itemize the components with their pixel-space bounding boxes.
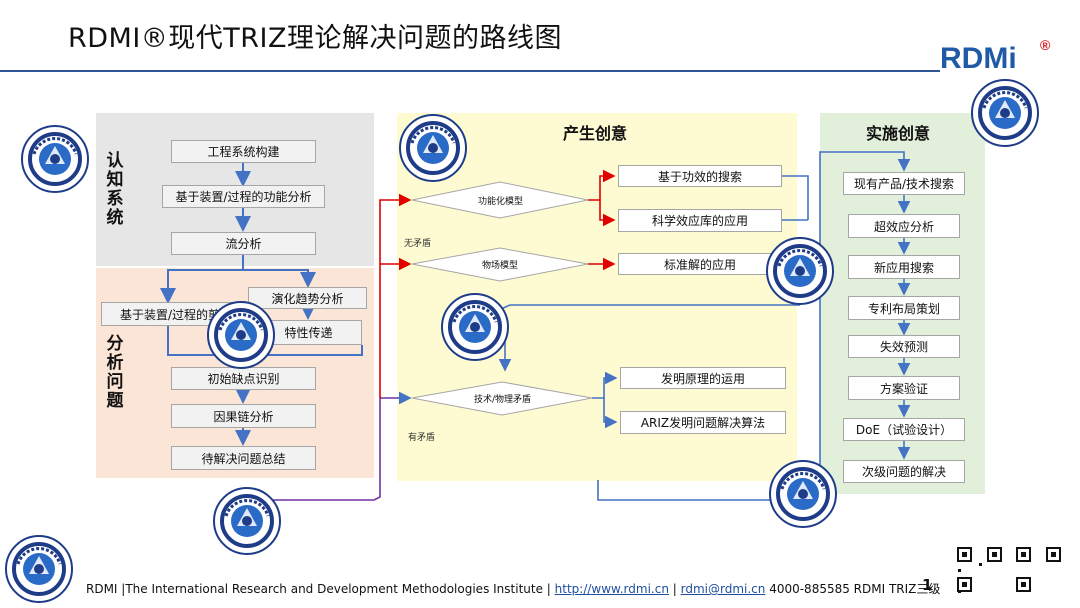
step-engineering-system: 工程系统构建 [171,140,316,163]
result-inventive-principles: 发明原理的运用 [620,367,786,389]
section-title-implement: 实施创意 [866,124,931,143]
footer-phone: 4000-885585 RDMI TRIZ三级 [765,582,941,596]
rdmi-seal-icon [212,486,282,556]
page-number: 1 [922,576,933,594]
impl-new-application: 新应用搜索 [848,255,960,279]
rdmi-logo-mark: ® [1040,37,1051,53]
impl-patent-layout: 专利布局策划 [848,296,960,320]
model-label-substance-field: 物场模型 [482,261,519,271]
rdmi-logo-text: RDMi [940,42,1017,75]
rdmi-seal-icon [765,236,835,306]
section-label-cognize: 认知系统 [106,151,124,228]
section-title-generate: 产生创意 [563,124,628,143]
impl-product-search: 现有产品/技术搜索 [843,172,965,195]
qr-code-icon [957,547,1003,593]
rdmi-seal-icon [206,300,276,370]
footer-org: RDMI |The International Research and Dev… [86,582,555,596]
page-title: RDMI®现代TRIZ理论解决问题的路线图 [68,23,563,54]
rdmi-logo: RDMi ® [940,36,1060,75]
section-label-analyze: 分析问题 [106,334,124,411]
rdmi-seal-icon [970,78,1040,148]
footer-email-link[interactable]: rdmi@rdmi.cn [680,582,766,596]
step-evolution-trend: 演化趋势分析 [248,287,367,309]
rdmi-seal-icon [20,124,90,194]
result-standard-solutions: 标准解的应用 [618,253,782,275]
step-causal-chain: 因果链分析 [171,404,316,428]
impl-doe: DoE（试验设计） [843,418,965,441]
footer-sep: | [668,582,681,596]
model-diamond-functional [411,181,589,219]
annotation-no-contradiction: 无矛盾 [404,239,432,249]
step-initial-defects: 初始缺点识别 [171,367,316,390]
impl-secondary-problems: 次级问题的解决 [843,460,965,483]
step-flow-analysis: 流分析 [171,232,316,255]
step-function-analysis: 基于装置/过程的功能分析 [162,185,325,208]
model-diamond-substance-field [411,247,589,282]
annotation-with-contradiction: 有矛盾 [408,433,436,443]
impl-super-effect: 超效应分析 [848,214,960,238]
result-ariz: ARIZ发明问题解决算法 [620,411,786,434]
impl-failure-prediction: 失效预测 [848,335,960,358]
footer-text: RDMI |The International Research and Dev… [86,580,940,597]
footer-url-link[interactable]: http://www.rdmi.cn [554,582,669,596]
qr-code-icon [1016,547,1062,593]
model-label-contradiction: 技术/物理矛盾 [474,395,532,405]
rdmi-seal-icon [768,459,838,529]
step-problem-summary: 待解决问题总结 [171,446,316,470]
rdmi-seal-icon [4,534,74,604]
impl-solution-verify: 方案验证 [848,376,960,400]
model-label-functional: 功能化模型 [478,197,524,207]
rdmi-seal-icon [440,292,510,362]
header-rule [0,70,940,72]
rdmi-seal-icon [398,113,468,183]
result-science-effects: 科学效应库的应用 [618,209,782,232]
model-diamond-contradiction [411,381,593,416]
result-effect-search: 基于功效的搜索 [618,165,782,187]
